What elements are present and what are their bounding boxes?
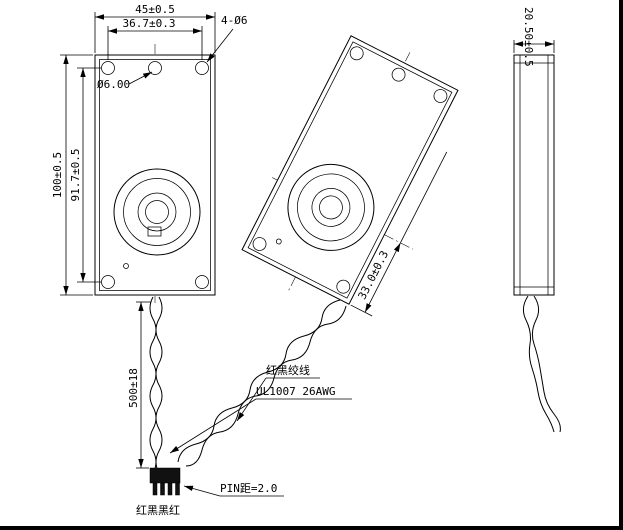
- dim-hole-span-v-label: 91.7±0.5: [69, 149, 82, 202]
- corner-holes-note-label: 4-Ø6: [221, 14, 248, 27]
- rotated-view-wire: [177, 299, 347, 467]
- rotated-view: 33.0±0.3: [241, 35, 459, 317]
- center-hole-note-label: Ø6.00: [97, 78, 130, 91]
- dim-hole-span-h-label: 36.7±0.3: [123, 17, 176, 30]
- wire-color-order-label: 红黑黑红: [136, 504, 180, 517]
- front-outline: [94, 54, 216, 296]
- frame-bottom-edge: [0, 526, 623, 530]
- front-view-dimensions: 45±0.5 36.7±0.3 4-Ø6 Ø6.00 100±0.5 91.7±…: [51, 3, 248, 296]
- dim-thickness-label: 20.50±0.5: [522, 7, 535, 67]
- rotated-speaker-cone: [287, 163, 375, 251]
- front-view: [94, 44, 216, 303]
- rotated-mounting-holes: [252, 46, 448, 294]
- dim-wire-length-label: 500±18: [127, 368, 140, 408]
- side-outline: [513, 54, 555, 296]
- corner-holes-leader: [206, 28, 234, 63]
- mounting-holes: [101, 61, 209, 289]
- front-view-wire: [149, 296, 163, 474]
- side-view-wire: [522, 295, 561, 433]
- connector-pins: [152, 482, 180, 496]
- rotated-outline: [241, 35, 459, 305]
- dim-width-label: 45±0.5: [135, 3, 175, 16]
- side-view: 20.50±0.5: [513, 7, 561, 433]
- dim-height-label: 100±0.5: [51, 152, 64, 198]
- connector-housing: [149, 467, 181, 484]
- center-hole-leader: [128, 71, 153, 85]
- wire-spec-label: UL1007 26AWG: [256, 385, 335, 398]
- wire-type-label: 红黑绞线: [266, 363, 310, 377]
- connector: PIN距=2.0 红黑黑红: [136, 467, 284, 517]
- frame-right-edge: [619, 0, 623, 530]
- side-view-dimension: 20.50±0.5: [513, 7, 555, 67]
- speaker-cone: [113, 168, 201, 256]
- wire-annotations: 红黑绞线 UL1007 26AWG: [169, 363, 352, 454]
- pin-pitch-label: PIN距=2.0: [220, 482, 277, 495]
- rotated-inner-outline: [247, 41, 453, 299]
- wire-length-dimension: 500±18: [127, 301, 151, 469]
- front-inner-outline: [99, 59, 211, 291]
